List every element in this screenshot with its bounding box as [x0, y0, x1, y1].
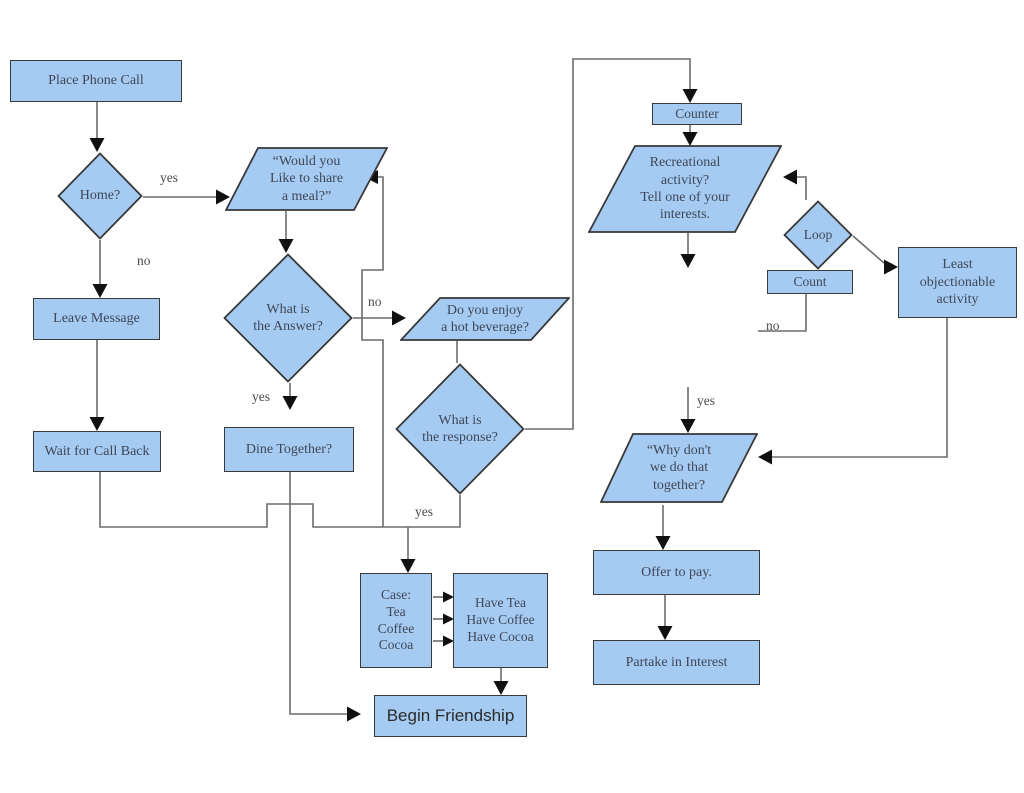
node-begin-friendship: Begin Friendship: [374, 695, 527, 737]
node-case-list: Case: Tea Coffee Cocoa: [360, 573, 432, 668]
node-have-list: Have Tea Have Coffee Have Cocoa: [453, 573, 548, 668]
node-label: What is the Answer?: [253, 301, 323, 334]
arrow-down-icon: [682, 132, 698, 146]
node-place-phone-call: Place Phone Call: [10, 60, 182, 102]
node-least-objectionable: Least objectionable activity: [898, 247, 1017, 318]
arrow-down-icon: [400, 559, 416, 573]
arrowheads: [89, 89, 898, 722]
arrow-down-icon: [680, 254, 696, 268]
node-why-dont-we-do-that: “Why don't we do that together?: [600, 433, 758, 503]
arrow-down-icon: [493, 681, 509, 695]
node-hot-beverage: Do you enjoy a hot beverage?: [400, 297, 570, 341]
arrow-down-icon: [657, 626, 673, 640]
parallelogram-shape: [600, 433, 758, 503]
node-label: Do you enjoy a hot beverage?: [441, 302, 529, 335]
node-what-is-the-response: What is the response?: [395, 363, 525, 495]
edge-wait-return-main: [99, 472, 461, 528]
node-label: Counter: [675, 105, 719, 121]
node-would-you-share-meal: “Would you Like to share a meal?”: [225, 147, 388, 211]
node-label: “Why don't we do that together?: [646, 442, 712, 493]
diamond-shape: [223, 253, 353, 383]
node-label: Begin Friendship: [386, 706, 515, 726]
edge-label-response-yes: yes: [415, 504, 433, 519]
parallelogram-shape: [588, 145, 782, 233]
arrow-down-icon: [278, 239, 294, 253]
node-dine-together: Dine Together?: [224, 427, 354, 472]
node-label: Recreational activity? Tell one of your …: [640, 155, 730, 223]
arrow-down-icon: [89, 138, 105, 152]
node-label: Case: Tea Coffee Cocoa: [377, 587, 415, 653]
diamond-shape: [57, 152, 143, 240]
node-loop: Loop: [783, 200, 853, 270]
node-what-is-the-answer: What is the Answer?: [223, 253, 353, 383]
arrow-right-icon: [443, 591, 454, 603]
node-home: Home?: [57, 152, 143, 240]
node-recreational-activity: Recreational activity? Tell one of your …: [588, 145, 782, 233]
edge-least-to-whydont: [772, 318, 948, 458]
arrow-right-icon: [392, 310, 406, 326]
arrow-right-icon: [443, 613, 454, 625]
node-wait-for-call-back: Wait for Call Back: [33, 431, 161, 472]
edge-label-answer-no: no: [368, 294, 382, 309]
edge-dine-to-begin: [289, 472, 347, 715]
edge-return-up-to-meal: [361, 176, 384, 527]
node-offer-to-pay: Offer to pay.: [593, 550, 760, 595]
connector-lines: [96, 58, 948, 715]
arrow-down-icon: [680, 419, 696, 433]
node-partake-in-interest: Partake in Interest: [593, 640, 760, 685]
parallelogram-shape: [225, 147, 388, 211]
node-label: Count: [793, 273, 827, 289]
arrow-down-icon: [282, 396, 298, 410]
arrow-right-icon: [443, 635, 454, 647]
node-label: Partake in Interest: [625, 654, 728, 670]
arrow-down-icon: [682, 89, 698, 103]
arrow-left-icon: [783, 169, 797, 185]
edge-label-home-no: no: [137, 253, 151, 268]
edge-label-answer-yes: yes: [252, 389, 270, 404]
arrow-left-icon: [758, 449, 772, 465]
node-label: Have Tea Have Coffee Have Cocoa: [466, 595, 535, 644]
edge-label-home-yes: yes: [160, 170, 178, 185]
node-counter: Counter: [652, 103, 742, 125]
parallelogram-shape: [400, 297, 570, 341]
node-label: Dine Together?: [245, 441, 333, 457]
edge-label-share-yes: yes: [697, 393, 715, 408]
diamond-shape: [783, 200, 853, 270]
edge-loop-to-recreational: [797, 176, 807, 200]
node-label: “Would you Like to share a meal?”: [269, 153, 344, 204]
arrow-right-icon: [884, 259, 898, 275]
edge-share-no-to-count: [758, 294, 807, 332]
node-label: What is the response?: [422, 412, 498, 445]
node-label: Place Phone Call: [48, 73, 144, 89]
node-label: Loop: [803, 226, 833, 242]
edge-label-share-no: no: [766, 318, 780, 333]
node-label: Offer to pay.: [641, 564, 712, 580]
node-label: Least objectionable activity: [919, 257, 996, 308]
node-label: Leave Message: [53, 311, 140, 327]
node-count: Count: [767, 270, 853, 294]
arrow-right-icon: [216, 189, 230, 205]
node-leave-message: Leave Message: [33, 298, 160, 340]
arrow-down-icon: [655, 536, 671, 550]
arrow-down-icon: [89, 417, 105, 431]
edge-loop-to-least: [852, 235, 885, 264]
node-label: Home?: [79, 188, 121, 204]
diamond-shape: [395, 363, 525, 495]
edge-response-to-counter: [525, 58, 691, 430]
node-label: Wait for Call Back: [44, 443, 150, 459]
arrow-right-icon: [347, 706, 361, 722]
arrow-down-icon: [92, 284, 108, 298]
